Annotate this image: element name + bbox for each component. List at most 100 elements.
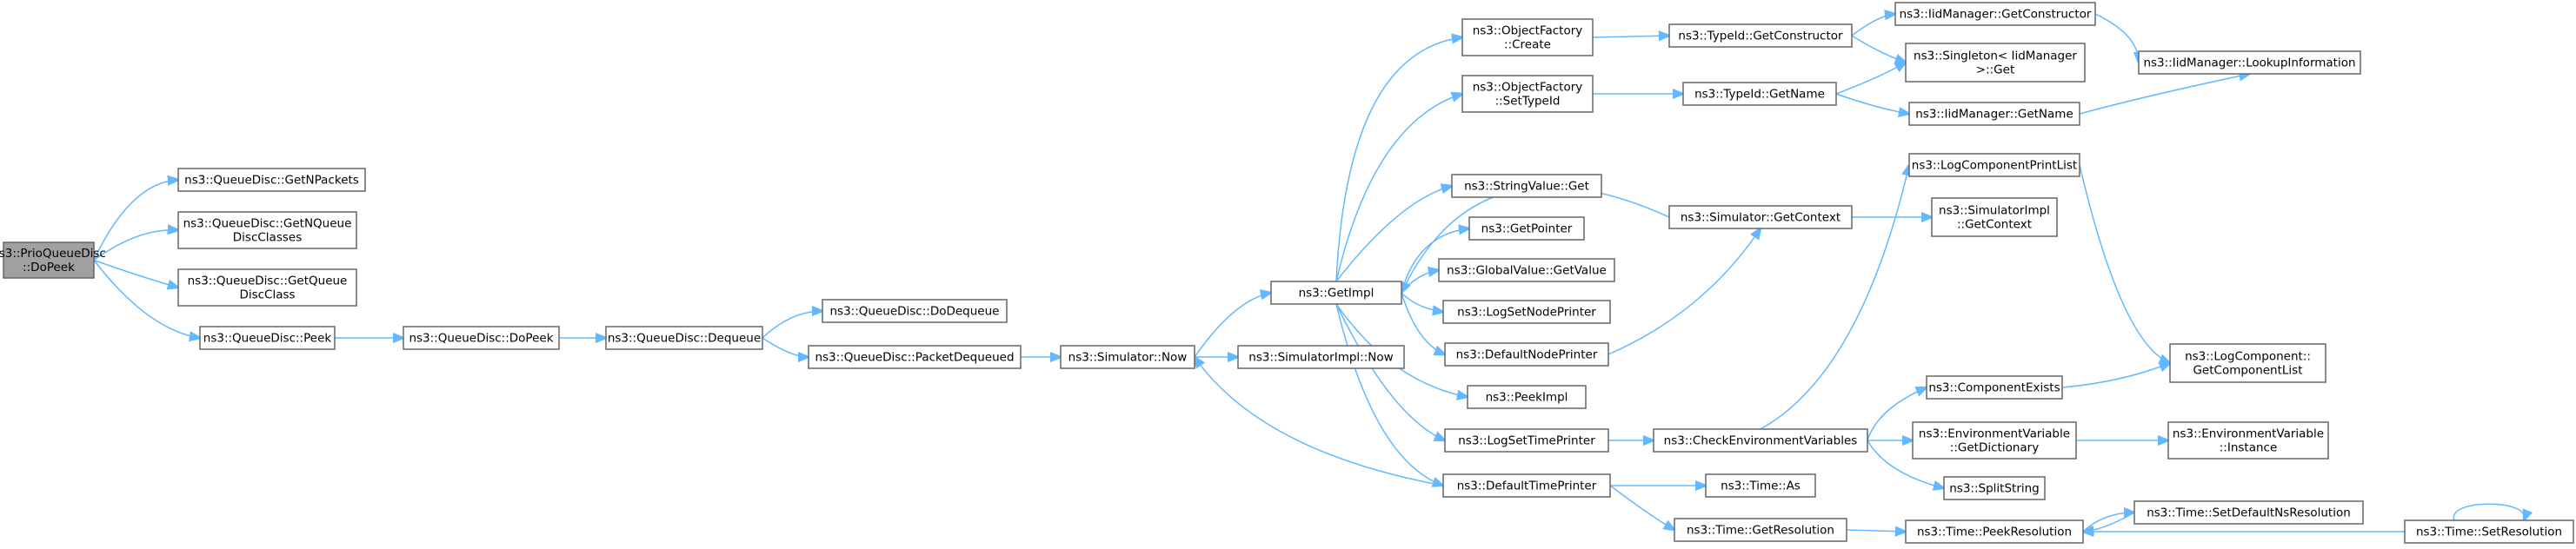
node-defaulttimeprinter[interactable]: ns3::DefaultTimePrinter (1442, 473, 1611, 498)
node-simimpl-now[interactable]: ns3::SimulatorImpl::Now (1237, 345, 1405, 369)
node-getpointer[interactable]: ns3::GetPointer (1468, 216, 1585, 241)
node-label: ns3::PrioQueueDisc (0, 247, 106, 261)
node-of-create[interactable]: ns3::ObjectFactory::Create (1461, 18, 1594, 56)
node-box (1912, 421, 2077, 460)
node-singleton-get[interactable]: ns3::Singleton< IidManager >::Get (1905, 43, 2086, 83)
node-qd-packetdequeued[interactable]: ns3::QueueDisc::PacketDequeued (808, 345, 1022, 369)
node-box (1943, 476, 2046, 500)
node-typeid-getconstructor[interactable]: ns3::TypeId::GetConstructor (1668, 23, 1853, 48)
node-box (1270, 281, 1402, 305)
node-label: ns3::SimulatorImpl::Now (1248, 350, 1393, 364)
node-label: ns3::QueueDisc::DoDequeue (830, 304, 1000, 318)
edge-getimpl-to-of-settypeid (1335, 94, 1462, 282)
node-label: ns3::IidManager::LookupInformation (2143, 56, 2355, 69)
node-defaultnodeprinter[interactable]: ns3::DefaultNodePrinter (1444, 342, 1609, 367)
node-simimpl-getcontext[interactable]: ns3::SimulatorImpl::GetContext (1931, 197, 2058, 237)
node-of-settypeid[interactable]: ns3::ObjectFactory::SetTypeId (1461, 75, 1594, 113)
node-envvar-instance[interactable]: ns3::EnvironmentVariable::Instance (2167, 421, 2329, 460)
node-splitstring[interactable]: ns3::SplitString (1943, 476, 2046, 500)
node-getimpl[interactable]: ns3::GetImpl (1270, 281, 1402, 305)
edge-prio-dopeek-to-qd-peek (93, 260, 200, 339)
node-label: ns3::Singleton< IidManager (1914, 49, 2077, 63)
node-label: ns3::EnvironmentVariable (2173, 427, 2324, 440)
node-label: ns3::SimulatorImpl (1939, 203, 2050, 217)
node-box (177, 211, 357, 249)
node-box (1237, 345, 1405, 369)
edge-getimpl-to-getpointer (1401, 228, 1469, 294)
node-prio-dopeek[interactable]: ns3::PrioQueueDisc::DoPeek (0, 241, 106, 279)
node-time-setdefaultnsresolution[interactable]: ns3::Time::SetDefaultNsResolution (2133, 500, 2364, 525)
edge-typeid-getname-to-singleton-get (1835, 63, 1906, 95)
node-box (177, 268, 357, 307)
node-box (605, 326, 763, 350)
node-time-peekresolution[interactable]: ns3::Time::PeekResolution (1905, 519, 2084, 544)
node-box (1467, 385, 1587, 409)
node-box (2167, 421, 2329, 460)
node-checkenvvars[interactable]: ns3::CheckEnvironmentVariables (1653, 428, 1868, 453)
node-getnpackets[interactable]: ns3::QueueDisc::GetNPackets (177, 168, 366, 192)
node-box (808, 345, 1022, 369)
node-stringvalue-get[interactable]: ns3::StringValue::Get (1451, 174, 1602, 198)
node-box (1908, 153, 2080, 177)
node-label: ::SetTypeId (1495, 94, 1561, 108)
node-qd-dequeue[interactable]: ns3::QueueDisc::Dequeue (605, 326, 763, 350)
node-label: ns3::Simulator::Now (1068, 350, 1188, 364)
node-qd-peek[interactable]: ns3::QueueDisc::Peek (199, 326, 336, 350)
edge-typeid-getconstructor-to-singleton-get (1851, 35, 1906, 63)
node-logsetnodeprinter[interactable]: ns3::LogSetNodePrinter (1442, 300, 1611, 324)
node-qd-dodequeue[interactable]: ns3::QueueDisc::DoDequeue (822, 299, 1008, 323)
edge-logcomponentprintlist-to-logcomponent-getcomponentlist (2079, 164, 2170, 363)
node-label: ns3::DefaultNodePrinter (1456, 347, 1598, 361)
node-box (1451, 174, 1602, 198)
node-box (177, 168, 366, 192)
edge-getimpl-to-of-create (1335, 37, 1462, 282)
node-box (199, 326, 336, 350)
node-envvar-getdictionary[interactable]: ns3::EnvironmentVariable::GetDictionary (1912, 421, 2077, 460)
edge-qd-dequeue-to-qd-packetdequeued (762, 337, 809, 357)
node-label: ns3::QueueDisc::PacketDequeued (815, 350, 1014, 364)
node-peekimpl[interactable]: ns3::PeekImpl (1467, 385, 1587, 409)
node-box (1461, 75, 1594, 113)
node-box (1444, 428, 1609, 453)
node-label: ns3::QueueDisc::GetNQueue (183, 216, 352, 230)
node-label: ::GetDictionary (1950, 440, 2039, 454)
node-label: ns3::QueueDisc::Dequeue (608, 331, 761, 345)
node-label: ns3::GetPointer (1481, 222, 1573, 235)
node-sim-now[interactable]: ns3::Simulator::Now (1060, 345, 1195, 369)
node-qd-dopeek[interactable]: ns3::QueueDisc::DoPeek (403, 326, 560, 350)
node-label: ::DoPeek (23, 261, 75, 274)
node-componentexists[interactable]: ns3::ComponentExists (1926, 375, 2063, 400)
node-globalvalue-getvalue[interactable]: ns3::GlobalValue::GetValue (1438, 258, 1615, 282)
node-logsettimeprinter[interactable]: ns3::LogSetTimePrinter (1444, 428, 1609, 453)
node-logcomponentprintlist[interactable]: ns3::LogComponentPrintList (1908, 153, 2080, 177)
node-box (2133, 500, 2364, 525)
edge-prio-dopeek-to-getqueuediscclass (93, 259, 178, 288)
node-label: ns3::StringValue::Get (1464, 179, 1589, 193)
node-iid-lookupinformation[interactable]: ns3::IidManager::LookupInformation (2138, 50, 2361, 75)
node-iid-getname[interactable]: ns3::IidManager::GetName (1908, 102, 2080, 126)
node-sim-getcontext[interactable]: ns3::Simulator::GetContext (1668, 205, 1853, 229)
node-label: ns3::Time::PeekResolution (1917, 525, 2072, 539)
node-time-getresolution[interactable]: ns3::Time::GetResolution (1674, 518, 1847, 542)
node-time-as[interactable]: ns3::Time::As (1705, 473, 1816, 498)
edge-time-setdefaultnsresolution-to-time-peekresolution (2083, 512, 2135, 532)
node-box (1468, 216, 1585, 241)
node-box (1682, 82, 1837, 106)
node-box (2138, 50, 2361, 75)
node-label: ns3::CheckEnvironmentVariables (1664, 433, 1858, 447)
node-label: ns3::LogComponent:: (2185, 349, 2311, 363)
node-box (1894, 2, 2096, 26)
node-typeid-getname[interactable]: ns3::TypeId::GetName (1682, 82, 1837, 106)
edge-getimpl-to-logsetnodeprinter (1401, 292, 1443, 312)
node-logcomponent-getcomponentlist[interactable]: ns3::LogComponent::GetComponentList (2169, 343, 2326, 383)
node-label: ns3::Simulator::GetContext (1681, 210, 1840, 224)
node-label: ns3::SplitString (1949, 481, 2040, 495)
node-iid-getconstructor[interactable]: ns3::IidManager::GetConstructor (1894, 2, 2096, 26)
node-time-setresolution[interactable]: ns3::Time::SetResolution (2404, 519, 2574, 544)
node-label: ns3::Time::GetResolution (1687, 523, 1834, 537)
node-label: ns3::TypeId::GetConstructor (1678, 29, 1843, 43)
node-label: ns3::ComponentExists (1928, 380, 2060, 394)
